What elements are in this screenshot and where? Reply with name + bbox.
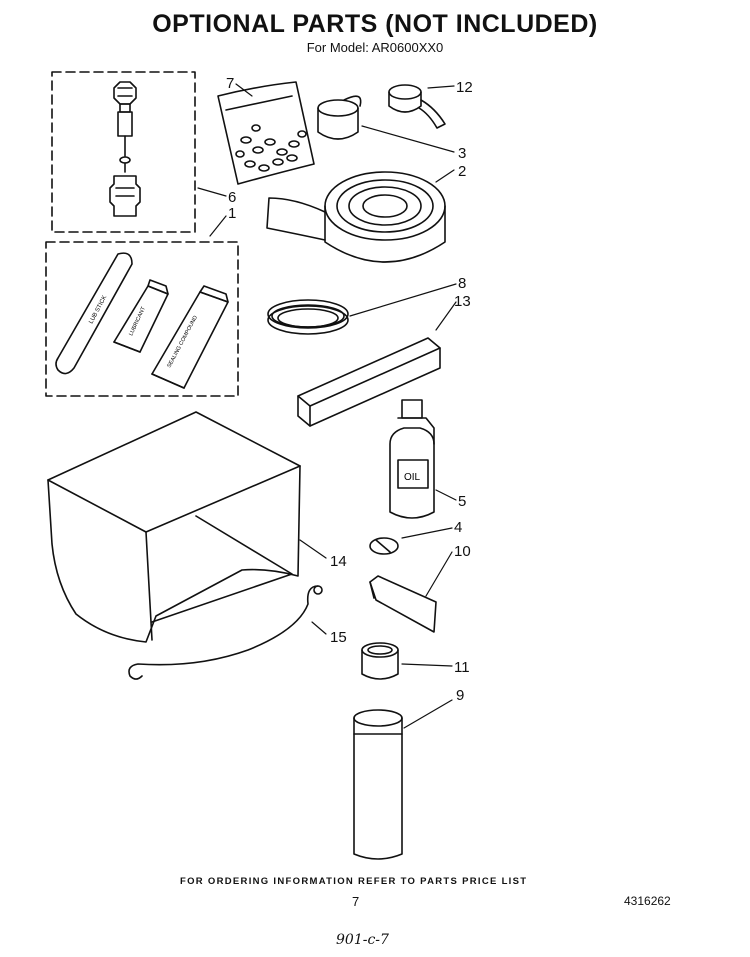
callout-1: 1 (228, 205, 236, 222)
callout-5: 5 (458, 493, 466, 510)
small-jar-icon (361, 642, 399, 680)
page-number: 7 (352, 894, 360, 909)
callout-6: 6 (228, 189, 236, 206)
sealant-tube-icon (369, 575, 437, 633)
cover-bag-icon (47, 411, 301, 643)
oil-bottle-icon (389, 399, 435, 519)
glue-stick-icon (55, 252, 133, 375)
valve-kit-box (51, 71, 196, 233)
lubricant-kit-box (45, 241, 239, 397)
foam-block-icon (297, 337, 441, 427)
callout-15: 15 (330, 629, 347, 646)
ordering-note: FOR ORDERING INFORMATION REFER TO PARTS … (180, 876, 528, 887)
small-cap-icon (369, 537, 399, 555)
callout-12: 12 (456, 79, 473, 96)
coiled-wire-icon (267, 299, 349, 335)
callout-2: 2 (458, 163, 466, 180)
handwritten-note: 901-c-7 (336, 932, 389, 948)
oil-bottle-label: OIL (404, 472, 421, 483)
page-title: OPTIONAL PARTS (NOT INCLUDED) (152, 10, 598, 38)
callout-9: 9 (456, 687, 464, 704)
tube-small-icon (113, 279, 169, 353)
document-number: 4316262 (624, 894, 671, 908)
callout-11: 11 (454, 659, 470, 676)
cord-icon (128, 585, 323, 680)
tube-small-label: LUBRICANT (128, 305, 147, 336)
callout-7: 7 (226, 75, 234, 92)
callout-3: 3 (458, 145, 466, 162)
tape-roll-medium-icon (317, 95, 362, 140)
callout-8: 8 (458, 275, 466, 292)
leader-lines (197, 83, 457, 729)
aerosol-can-icon (353, 709, 403, 860)
callout-4: 4 (454, 519, 462, 536)
foam-tape-coil-icon (266, 171, 446, 263)
fittings-bag-icon (217, 81, 315, 185)
tube-large-icon (151, 285, 229, 389)
callout-13: 13 (454, 293, 471, 310)
tape-roll-small-icon (388, 84, 446, 129)
valve-assembly-icon (109, 81, 141, 217)
callout-14: 14 (330, 553, 347, 570)
model-subtitle: For Model: AR0600XX0 (306, 40, 444, 55)
callout-10: 10 (454, 543, 471, 560)
